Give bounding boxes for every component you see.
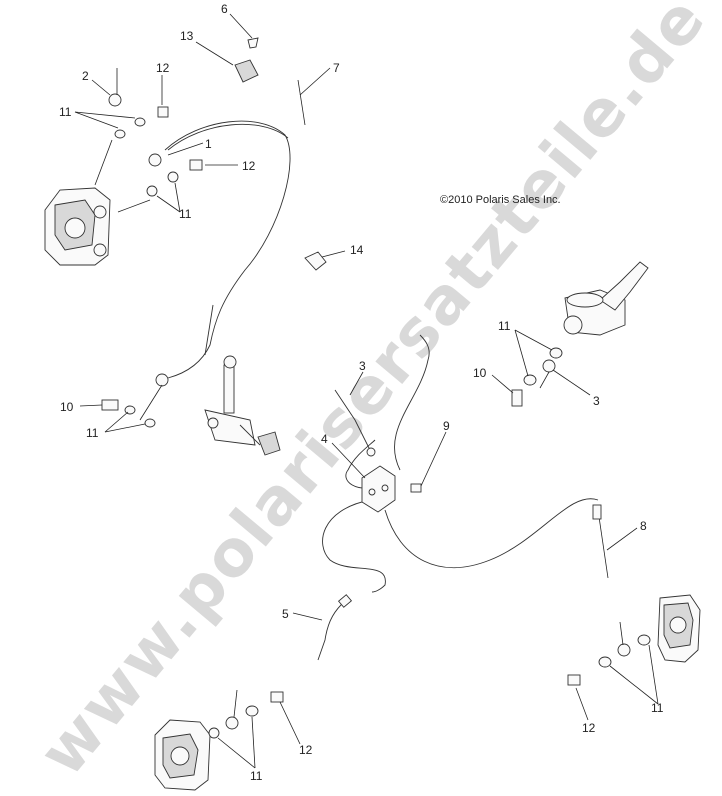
brake-switch-13 <box>234 59 259 83</box>
callout-12: 12 <box>242 159 256 173</box>
callout-14: 14 <box>350 243 364 257</box>
clip-6 <box>247 37 259 49</box>
callout-6: 6 <box>221 2 228 16</box>
hardware <box>101 68 651 739</box>
callout-11: 11 <box>498 319 511 333</box>
callout-4: 4 <box>321 432 328 446</box>
clamp-14 <box>304 251 327 271</box>
watermark-text: www.polarisersatzteile.de <box>26 0 721 790</box>
callout-11: 11 <box>250 769 263 783</box>
callout-10: 10 <box>60 400 74 414</box>
callout-5: 5 <box>282 607 289 621</box>
brake-hoses <box>164 120 599 661</box>
callout-7: 7 <box>333 61 340 75</box>
rear-left-caliper <box>154 719 211 791</box>
callout-8: 8 <box>640 519 647 533</box>
watermark: www.polarisersatzteile.de <box>26 0 721 790</box>
leader-lines <box>74 13 659 769</box>
hose-5-end <box>337 594 353 608</box>
callout-12: 12 <box>582 721 596 735</box>
callout-10: 10 <box>473 366 487 380</box>
callout-3: 3 <box>359 359 366 373</box>
hand-brake-master-cylinder <box>563 261 649 336</box>
front-left-caliper <box>44 187 111 266</box>
callout-labels: 2 12 11 1 12 11 6 13 7 14 11 10 3 3 10 1… <box>59 2 664 783</box>
callout-11: 11 <box>179 207 192 221</box>
rear-right-caliper <box>657 594 701 663</box>
foot-master-cylinder <box>204 355 281 456</box>
callout-11: 11 <box>86 426 99 440</box>
brake-distribution-block <box>361 465 396 513</box>
callout-11: 11 <box>59 105 72 119</box>
callout-11: 11 <box>651 701 664 715</box>
hose-8 <box>592 504 609 579</box>
pin-7 <box>297 79 306 126</box>
callout-2: 2 <box>82 69 89 83</box>
copyright-text: ©2010 Polaris Sales Inc. <box>440 194 561 206</box>
callout-12: 12 <box>299 743 313 757</box>
callout-3: 3 <box>593 394 600 408</box>
callout-12: 12 <box>156 61 170 75</box>
callout-1: 1 <box>205 137 212 151</box>
callout-13: 13 <box>180 29 194 43</box>
callout-9: 9 <box>443 419 450 433</box>
